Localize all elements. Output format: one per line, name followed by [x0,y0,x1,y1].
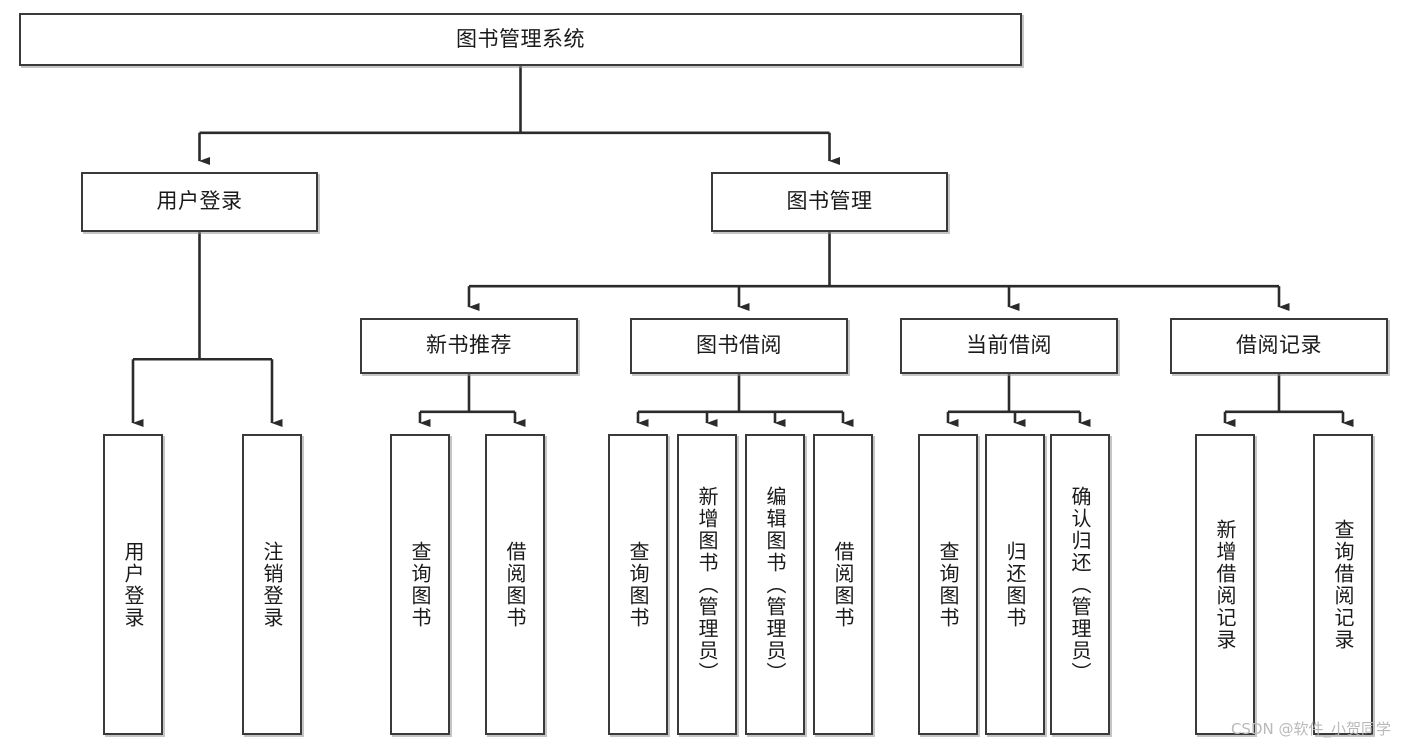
node-label: 归还图书 [1003,540,1027,629]
node-label: 借阅图书 [831,540,855,629]
node-leaf-query-book-1[interactable]: 查询图书 [390,434,450,735]
node-leaf-borrow-book-1[interactable]: 借阅图书 [485,434,545,735]
node-book-borrow[interactable]: 图书借阅 [630,318,848,374]
node-label: 图书借阅 [696,333,782,358]
node-label: 查询图书 [936,540,960,629]
node-label: 图书管理 [786,189,873,214]
node-label: 新书推荐 [426,333,512,358]
node-label: 用户登录 [121,540,145,629]
node-leaf-edit-book[interactable]: 编辑图书（管理员） [745,434,805,735]
node-root[interactable]: 图书管理系统 [19,13,1022,66]
node-label: 查询借阅记录 [1331,518,1355,651]
node-label: 当前借阅 [966,333,1052,358]
node-label: 借阅记录 [1236,333,1322,358]
node-label: 用户登录 [156,189,243,214]
node-label: 确认归还（管理员） [1068,485,1092,684]
node-label: 借阅图书 [503,540,527,629]
node-leaf-confirm-ret[interactable]: 确认归还（管理员） [1050,434,1110,735]
node-label: 查询图书 [626,540,650,629]
node-user-login[interactable]: 用户登录 [81,172,318,232]
node-leaf-query-book-2[interactable]: 查询图书 [608,434,668,735]
watermark-credit: CSDN @软件_小贺同学 [1230,720,1391,738]
node-leaf-query-book-3[interactable]: 查询图书 [918,434,978,735]
node-new-book-rec[interactable]: 新书推荐 [360,318,578,374]
node-leaf-query-record[interactable]: 查询借阅记录 [1313,434,1373,735]
node-leaf-user-login[interactable]: 用户登录 [103,434,163,735]
node-label: 新增图书（管理员） [695,485,719,684]
node-borrow-record[interactable]: 借阅记录 [1170,318,1388,374]
node-leaf-add-record[interactable]: 新增借阅记录 [1195,434,1255,735]
node-label: 新增借阅记录 [1213,518,1237,651]
node-leaf-borrow-book-2[interactable]: 借阅图书 [813,434,873,735]
node-label: 查询图书 [408,540,432,629]
node-book-manage[interactable]: 图书管理 [711,172,948,232]
node-current-borrow[interactable]: 当前借阅 [900,318,1118,374]
connector-group [131,66,1354,427]
node-label: 图书管理系统 [456,26,585,51]
node-label: 编辑图书（管理员） [763,485,787,684]
node-leaf-add-book[interactable]: 新增图书（管理员） [677,434,737,735]
node-label: 注销登录 [260,540,284,629]
node-leaf-return-book[interactable]: 归还图书 [985,434,1045,735]
node-leaf-user-logout[interactable]: 注销登录 [242,434,302,735]
